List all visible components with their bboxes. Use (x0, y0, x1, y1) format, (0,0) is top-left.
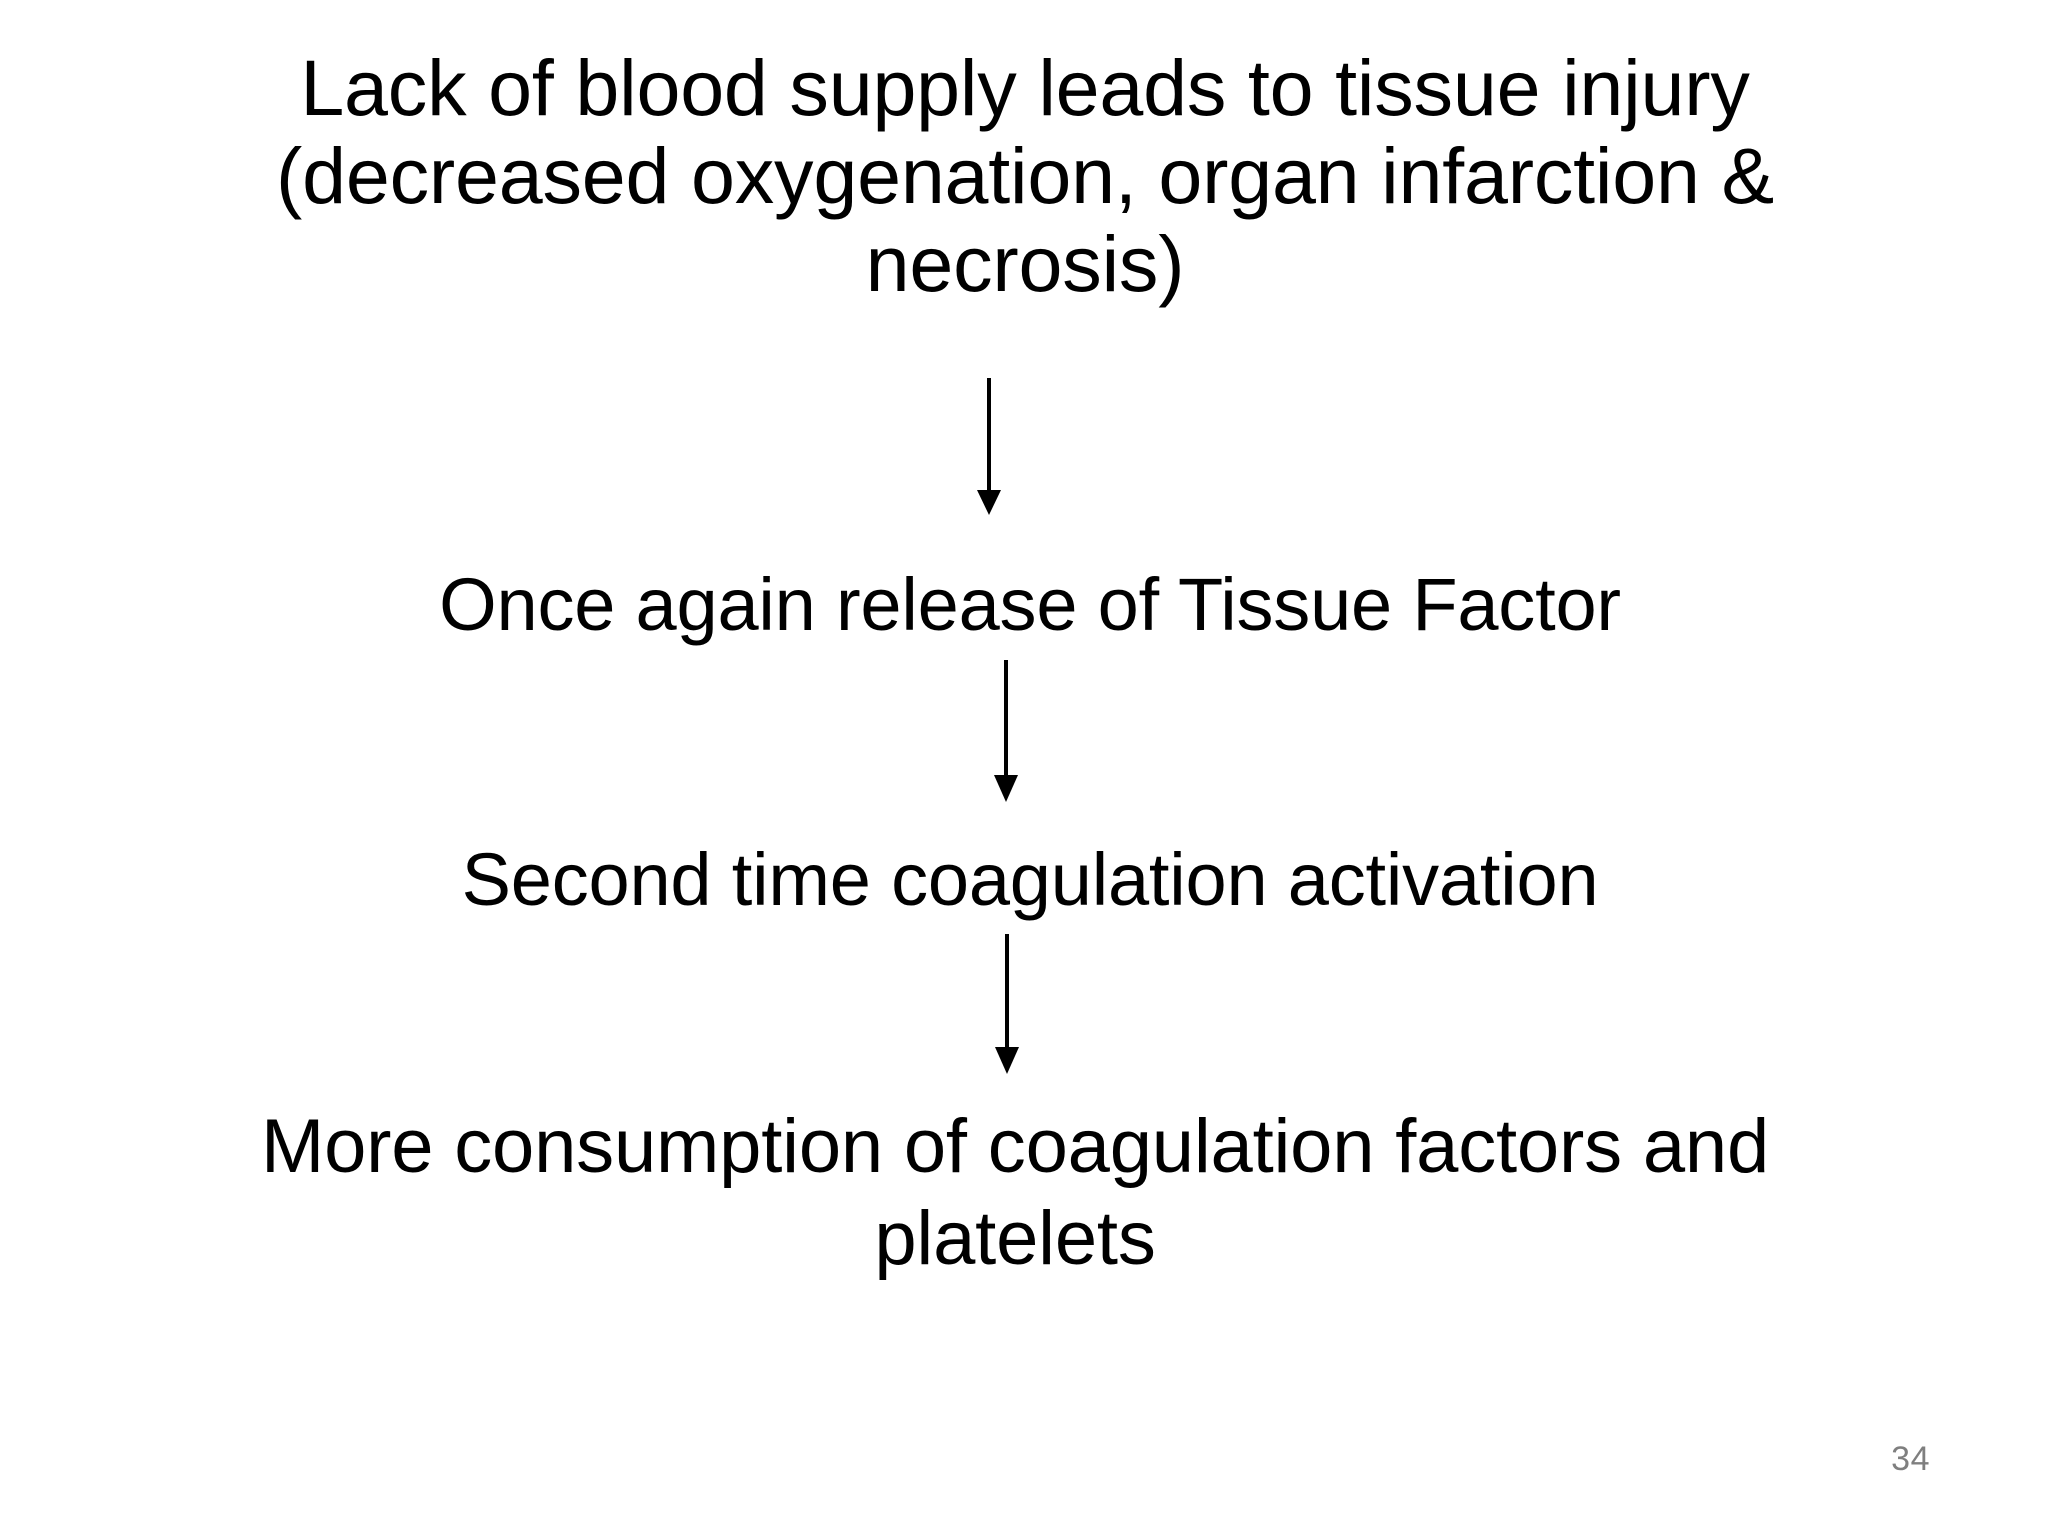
flow-step-tissue-injury: Lack of blood supply leads to tissue inj… (276, 43, 1774, 308)
down-arrow-icon (987, 934, 1027, 1079)
flow-step-more-consumption: More consumption of coagulation factors … (260, 1104, 1770, 1281)
down-arrow-icon (986, 660, 1026, 805)
flow-step-tissue-factor: Once again release of Tissue Factor (439, 563, 1621, 646)
slide-page-number: 34 (1891, 1440, 1930, 1478)
flow-step-second-activation: Second time coagulation activation (461, 838, 1599, 921)
down-arrow-icon (969, 378, 1009, 518)
